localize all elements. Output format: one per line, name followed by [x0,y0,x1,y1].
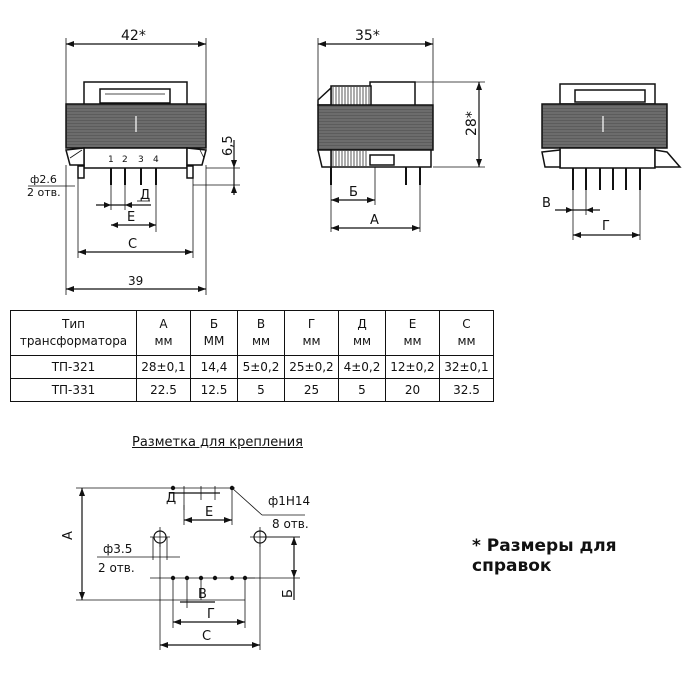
table-cell: 5 [338,378,386,402]
front-height-label: 6,5 [221,135,236,156]
header-letter: В [256,317,266,331]
layout-dim-v: В [198,587,207,602]
header-type-line-1: Тип [62,317,85,331]
pin-label-3: 3 [138,155,144,165]
pin-label-4: 4 [153,155,159,165]
header-letter: С [462,317,471,331]
right-dim-g: Г [602,219,610,234]
header-unit: ММ [203,334,225,348]
pin-label-1: 1 [108,155,114,165]
header-unit: мм [251,334,271,348]
header-unit: мм [352,334,372,348]
front-dim-c: С [128,237,137,252]
header-letter: Д [357,317,367,331]
front-view: 1 2 3 4 42* 6,5 ф2.6 2 отв. Д Е [27,28,240,295]
mounting-layout: А Д Е ф1Н14 8 отв. ф [61,485,310,650]
front-hole-label-2: 2 отв. [27,186,61,199]
layout-dim-g: Г [207,607,215,622]
header-unit: мм [154,334,173,348]
layout-dim-e: Е [205,505,213,520]
table-cell: 28±0,1 [136,355,191,379]
table-cell: 25 [284,378,339,402]
layout-mount-hole-2: 2 отв. [98,561,135,575]
table-cell: 14,4 [190,355,238,379]
layout-pin-hole-2: 8 отв. [272,517,309,531]
layout-dim-d: Д [166,491,176,506]
front-dim-d: Д [140,188,150,203]
front-width-label: 42* [121,28,146,44]
header-unit: мм [302,334,321,348]
front-hole-label-1: ф2.6 [30,173,57,186]
layout-dim-c: С [202,629,211,644]
header-letter: Г [307,317,316,331]
table-cell: 25±0,2 [284,355,339,379]
layout-dim-a: А [61,531,76,540]
side-height-label: 28* [464,111,480,136]
front-dim-e: Е [127,210,135,225]
table-cell-type: ТП-321 [10,355,137,379]
side-view: 35* 28* Б А [317,28,485,232]
header-unit: мм [457,334,476,348]
table-row: ТП-331 22.5 12.5 5 25 5 20 32.5 [10,378,494,402]
header-col: Б ММ [190,310,238,356]
right-dim-v: В [542,196,551,211]
table-cell: 32±0,1 [439,355,494,379]
layout-pin-hole-1: ф1Н14 [268,494,310,508]
pin-label-2: 2 [122,155,128,165]
table-cell: 12±0,2 [385,355,440,379]
table-cell: 20 [385,378,440,402]
side-width-label: 35* [355,28,380,44]
right-view: В Г [541,83,682,240]
side-dim-a: А [370,213,379,228]
header-unit: мм [403,334,422,348]
table-cell: 5 [237,378,285,402]
table-cell: 32.5 [439,378,494,402]
layout-title: Разметка для крепления [132,435,303,450]
header-letter: А [159,317,168,331]
table-cell: 5±0,2 [237,355,285,379]
header-letter: Б [209,317,219,331]
table-row: ТП-321 28±0,1 14,4 5±0,2 25±0,2 4±0,2 12… [10,355,494,379]
side-dim-b: Б [349,185,358,200]
layout-mount-hole-1: ф3.5 [103,542,132,556]
header-letter: Е [408,317,417,331]
reference-note: * Размеры для справок [472,536,617,576]
front-overall-label: 39 [128,274,143,288]
table-cell: 22.5 [136,378,191,402]
table-cell: 12.5 [190,378,238,402]
header-type-line-2: трансформатора [19,334,128,348]
table-cell-type: ТП-331 [10,378,137,402]
header-type: Тип трансформатора [10,310,137,356]
table-cell: 4±0,2 [338,355,386,379]
layout-dim-b: Б [281,589,296,598]
